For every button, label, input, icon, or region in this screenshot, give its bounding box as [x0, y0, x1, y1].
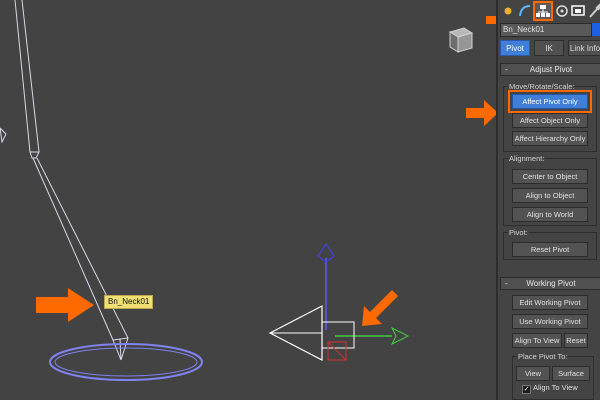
bone-name-label: Bn_Neck01 — [104, 295, 154, 309]
affect-object-only-button[interactable]: Affect Object Only — [512, 113, 588, 128]
align-to-object-button[interactable]: Align to Object — [512, 188, 588, 203]
alignment-label: Alignment: — [508, 154, 546, 163]
viewport-scene — [0, 0, 474, 381]
command-panel-tabs — [498, 0, 600, 22]
hammer-icon — [589, 3, 600, 18]
neck-bone-wireframe — [32, 157, 129, 361]
working-pivot-title: Working Pivot — [526, 279, 576, 288]
hierarchy-subtabs: Pivot IK Link Info — [500, 40, 600, 56]
place-pivot-to-label: Place Pivot To: — [517, 352, 569, 361]
command-panel: Bn_Neck01 Pivot IK Link Info - Adjust Pi… — [496, 0, 600, 400]
callout-highlight — [508, 90, 592, 113]
move-rotate-scale-label: Move/Rotate/Scale: — [508, 82, 576, 91]
affect-hierarchy-only-button[interactable]: Affect Hierarchy Only — [512, 131, 588, 146]
callout-arrow-icon — [486, 16, 496, 24]
align-to-view-checkbox[interactable]: ✓ — [522, 385, 531, 394]
move-rotate-scale-group: Move/Rotate/Scale: — [503, 82, 597, 152]
modify-arc-icon — [519, 5, 531, 17]
partial-mesh-wireframe — [0, 127, 7, 144]
motion-tab[interactable] — [554, 3, 570, 19]
hierarchy-tab[interactable] — [533, 1, 553, 21]
pivot-label: Pivot: — [508, 228, 529, 237]
callout-arrow-icon — [466, 100, 496, 126]
upper-bone-wireframe — [14, 0, 40, 159]
viewcube-icon — [448, 27, 474, 53]
adjust-pivot-rollout-header[interactable]: - Adjust Pivot — [500, 63, 600, 76]
display-icon — [571, 5, 585, 16]
place-pivot-surface-button[interactable]: Surface — [552, 366, 590, 381]
transform-gizmo-icon — [268, 243, 410, 361]
sun-icon — [504, 7, 512, 15]
motion-icon — [556, 5, 568, 17]
display-tab[interactable] — [570, 3, 586, 19]
hierarchy-icon — [536, 5, 550, 17]
create-tab[interactable] — [500, 3, 516, 19]
pivot-group: Pivot: — [503, 228, 597, 260]
align-to-view-button[interactable]: Align To View — [512, 333, 562, 348]
collapse-icon: - — [505, 279, 508, 288]
align-to-world-button[interactable]: Align to World — [512, 207, 588, 222]
tab-link-info[interactable]: Link Info — [568, 40, 600, 56]
modify-tab[interactable] — [517, 3, 533, 19]
tab-pivot[interactable]: Pivot — [500, 40, 530, 56]
use-working-pivot-button[interactable]: Use Working Pivot — [512, 314, 588, 329]
reset-working-pivot-button[interactable]: Reset — [564, 333, 588, 348]
align-to-view-checkbox-label: Align To View — [533, 383, 578, 392]
affect-pivot-only-button[interactable]: Affect Pivot Only — [512, 94, 588, 109]
place-pivot-view-button[interactable]: View — [516, 366, 550, 381]
edit-working-pivot-button[interactable]: Edit Working Pivot — [512, 295, 588, 310]
ring-control-wireframe — [49, 343, 203, 381]
center-to-object-button[interactable]: Center to Object — [512, 169, 588, 184]
working-pivot-rollout-header[interactable]: - Working Pivot — [500, 277, 600, 290]
alignment-group: Alignment: — [503, 154, 597, 226]
tab-ik[interactable]: IK — [534, 40, 564, 56]
callout-arrow-icon — [36, 288, 94, 322]
adjust-pivot-title: Adjust Pivot — [529, 65, 573, 74]
reset-pivot-button[interactable]: Reset Pivot — [512, 242, 588, 257]
collapse-icon: - — [505, 65, 508, 74]
object-color-swatch[interactable] — [592, 23, 600, 36]
utilities-tab[interactable] — [587, 3, 600, 19]
object-name-field[interactable]: Bn_Neck01 — [500, 23, 592, 37]
perspective-viewport[interactable]: Bn_Neck01 — [0, 0, 496, 400]
callout-arrow-icon — [362, 290, 398, 326]
